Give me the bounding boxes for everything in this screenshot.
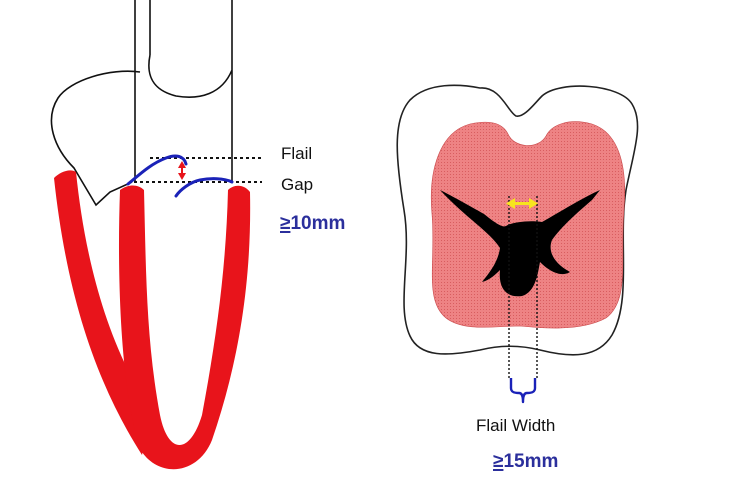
long-axis-view [50, 0, 262, 470]
width-measure-value: 15mm [503, 451, 559, 472]
annulus-outline [396, 84, 639, 356]
left-atrium [50, 70, 141, 207]
width-brace-icon [509, 378, 537, 404]
short-axis-view [396, 84, 639, 404]
gap-arrow-icon [178, 161, 186, 180]
flail-width-label: Flail Width [476, 416, 556, 435]
coaptation-gap [440, 190, 600, 297]
ventricular-wall [118, 185, 251, 470]
flail-label: Flail [281, 144, 313, 163]
posterior-leaflet [174, 177, 234, 198]
gap-label: Gap [281, 175, 314, 194]
width-measurement: ≥15mm [493, 452, 558, 471]
aorta [134, 0, 233, 182]
gap-measure-symbol: ≥ [280, 213, 291, 234]
anterior-leaflet [126, 154, 188, 186]
width-arrow-icon [506, 198, 538, 209]
width-measure-symbol: ≥ [493, 451, 504, 472]
gap-measurement: ≥10mm [280, 214, 345, 233]
gap-measure-value: 10mm [290, 213, 346, 234]
